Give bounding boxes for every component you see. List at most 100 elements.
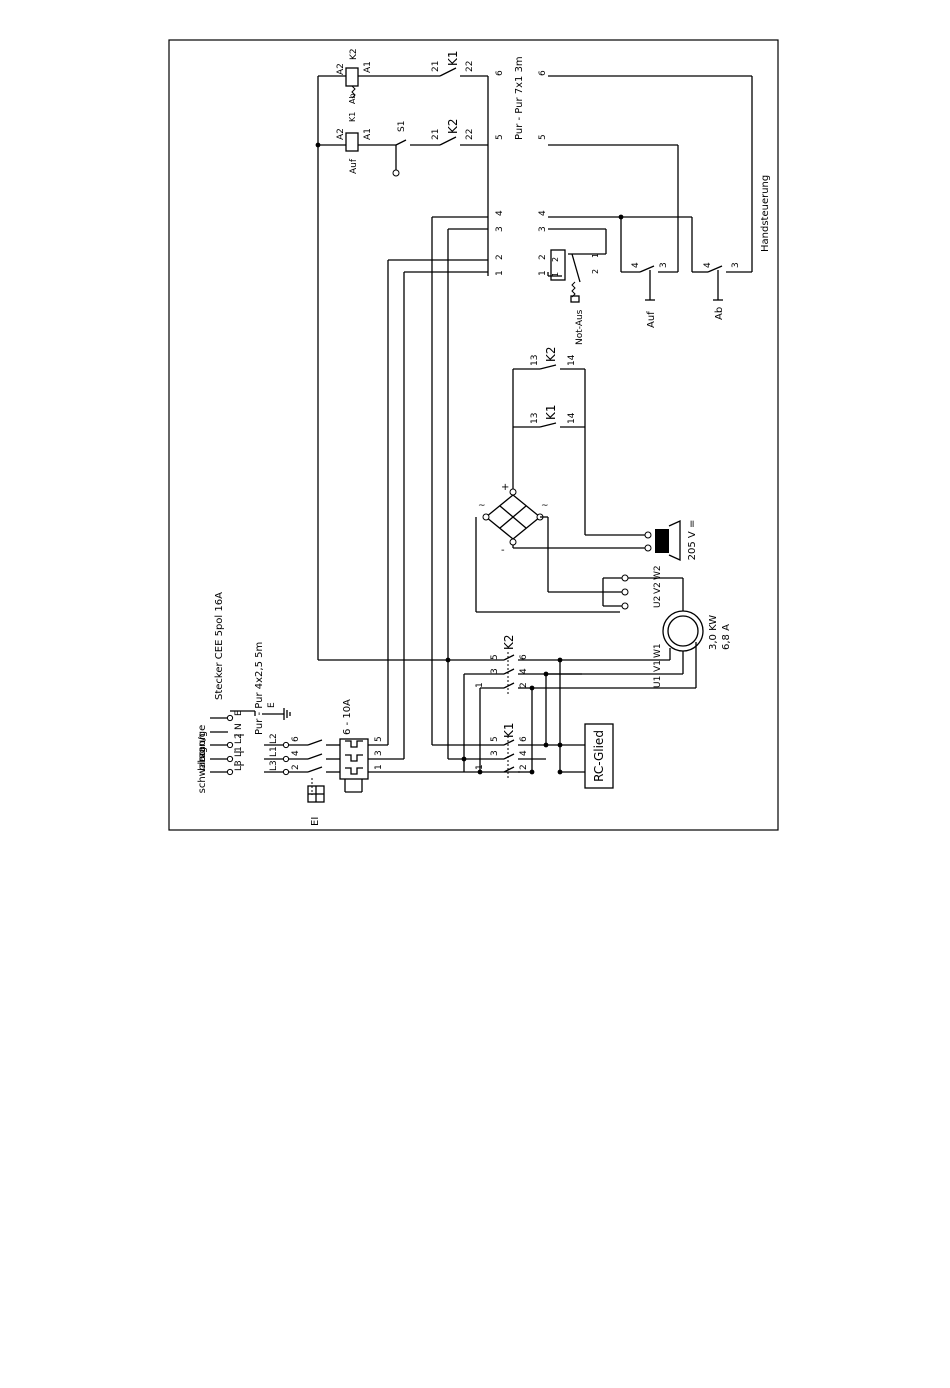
k2-term-3: 3 bbox=[490, 668, 500, 674]
pendant: 6 5 4 3 2 1 1 2 1 2 Not-Aus 4 bbox=[538, 70, 771, 345]
plug-pin-n: N bbox=[234, 723, 244, 730]
breaker-term-2: 2 bbox=[291, 764, 301, 770]
motor: U1 V1 W1 U2 V2 W2 3,0 KW 6,8 A bbox=[547, 517, 732, 688]
wire-color-schwarz: schwarz bbox=[197, 753, 208, 794]
nc-k2-name: K2 bbox=[446, 118, 460, 134]
motor-rating-power: 3,0 KW bbox=[708, 615, 719, 650]
coil-k1-a1: A1 bbox=[363, 128, 373, 140]
k2-aux-14: 14 bbox=[567, 354, 577, 366]
pendant-term-6: 6 bbox=[538, 70, 548, 76]
diagram-frame bbox=[168, 39, 779, 831]
button-auf-3: 3 bbox=[659, 262, 669, 268]
k1-aux-14: 14 bbox=[567, 412, 577, 424]
supply-cable: Pur - Pur 4x2,5 5m E L2 L1 L3 bbox=[254, 642, 291, 776]
strip-term-3: 3 bbox=[495, 226, 505, 232]
estop-contact-2a: 2 bbox=[551, 257, 560, 262]
wire-color-braun: braun bbox=[197, 733, 208, 762]
nc-k1-21: 21 bbox=[431, 61, 441, 72]
plug-section: gn/ge braun blau schwarz E N L2 L1 L3 St… bbox=[197, 592, 256, 794]
k1-term-5: 5 bbox=[490, 736, 500, 742]
button-auf-4: 4 bbox=[631, 262, 641, 268]
breaker-out-3: 3 bbox=[374, 750, 384, 756]
k1-main-label: K1 bbox=[502, 722, 516, 738]
plug-title: Stecker CEE 5pol 16A bbox=[214, 592, 225, 700]
button-auf-label: Auf bbox=[646, 311, 657, 328]
contactor-k1: K1 5 3 1 6 4 2 bbox=[432, 722, 560, 778]
k1-aux-13: 13 bbox=[530, 413, 540, 424]
coil-auf-name: Auf bbox=[349, 158, 359, 174]
k2-main-label: K2 bbox=[502, 634, 516, 650]
motor-rating-current: 6,8 A bbox=[721, 624, 732, 650]
motor-term-w1: W1 bbox=[653, 643, 663, 658]
breaker: 6 - 10A 6 4 2 5 3 1 bbox=[289, 699, 520, 795]
rectifier-ac-left: ~ bbox=[478, 501, 486, 511]
wire-color-blau: blau bbox=[197, 749, 208, 771]
k1-term-2: 2 bbox=[519, 764, 529, 770]
earth-terminal-label: EI bbox=[310, 817, 321, 826]
breaker-out-5: 5 bbox=[374, 736, 384, 742]
breaker-term-6: 6 bbox=[291, 736, 301, 742]
nc-k2-21: 21 bbox=[431, 129, 441, 140]
rectifier-ac-right: ~ bbox=[541, 501, 549, 511]
brake-voltage: 205 V = bbox=[687, 520, 698, 561]
coil-k2-a1: A1 bbox=[363, 61, 373, 73]
supply-cable-label: Pur - Pur 4x2,5 5m bbox=[254, 642, 265, 735]
rectifier: + - ~ ~ bbox=[475, 369, 645, 613]
strip-term-5: 5 bbox=[495, 134, 505, 140]
coil-interlock-ab: Ab bbox=[348, 93, 357, 104]
coil-interlock-k1: K1 bbox=[348, 112, 357, 122]
motor-term-u2: U2 bbox=[653, 596, 663, 608]
earth-terminal: EI bbox=[307, 785, 325, 826]
pendant-term-4: 4 bbox=[538, 210, 548, 216]
breaker-term-4: 4 bbox=[291, 750, 301, 756]
coil-k1-a2: A2 bbox=[336, 128, 346, 140]
plug-pin-l2: L2 bbox=[234, 733, 244, 744]
button-ab-4: 4 bbox=[703, 262, 713, 268]
contactor-k2: K2 5 3 1 6 4 2 bbox=[432, 634, 562, 694]
pendant-term-3: 3 bbox=[538, 226, 548, 232]
pendant-label: Handsteuerung bbox=[760, 175, 771, 252]
aux-contacts-no: K2 13 14 K1 13 14 bbox=[513, 346, 586, 535]
brake: 205 V = bbox=[585, 520, 698, 562]
pendant-term-1: 1 bbox=[538, 270, 548, 276]
coil-k2-a2: A2 bbox=[336, 63, 346, 75]
breaker-label: 6 - 10A bbox=[342, 699, 353, 735]
pendant-term-5: 5 bbox=[538, 134, 548, 140]
rectifier-plus: + bbox=[501, 482, 509, 493]
estop-label: Not-Aus bbox=[575, 309, 585, 345]
estop-contact-2b: 2 bbox=[591, 269, 600, 274]
control-cable-label: Pur - Pur 7x1 3m bbox=[514, 56, 525, 140]
nc-k1-22: 22 bbox=[465, 61, 475, 72]
k2-term-1: 1 bbox=[475, 682, 485, 688]
rectifier-minus: - bbox=[501, 545, 505, 556]
wire-color-gnge: gn/ge bbox=[197, 725, 208, 754]
k2-aux-13: 13 bbox=[530, 355, 540, 366]
rc-glied: RC-Glied bbox=[584, 723, 614, 789]
supply-phase-l1: L1 bbox=[269, 746, 279, 757]
strip-term-4: 4 bbox=[495, 210, 505, 216]
motor-term-u1: U1 bbox=[653, 676, 663, 688]
supply-phase-l3: L3 bbox=[269, 760, 279, 771]
k1-term-3: 3 bbox=[490, 750, 500, 756]
nc-k1-name: K1 bbox=[446, 50, 460, 66]
button-ab-label: Ab bbox=[714, 307, 725, 320]
strip-term-1: 1 bbox=[495, 270, 505, 276]
supply-phase-l2: L2 bbox=[269, 733, 279, 744]
k1-aux-no-label: K1 bbox=[544, 404, 558, 420]
k2-term-4: 4 bbox=[519, 668, 529, 674]
breaker-out-1: 1 bbox=[374, 764, 384, 770]
plug-pin-e: E bbox=[234, 710, 244, 716]
k2-aux-no-label: K2 bbox=[544, 346, 558, 362]
k2-term-6: 6 bbox=[519, 654, 529, 660]
control-coils: A2 A1 K2 A2 A1 Auf K1 Ab S1 K1 21 22 K2 … bbox=[315, 48, 488, 660]
estop-contact-1a: 1 bbox=[551, 272, 560, 277]
supply-earth-label: E bbox=[267, 702, 277, 708]
coil-k2-name: K2 bbox=[349, 48, 359, 60]
k1-term-4: 4 bbox=[519, 750, 529, 756]
motor-term-w2: W2 bbox=[653, 565, 663, 580]
button-ab-3: 3 bbox=[731, 262, 741, 268]
switch-s1-label: S1 bbox=[397, 121, 407, 132]
k1-term-6: 6 bbox=[519, 736, 529, 742]
motor-term-v1: V1 bbox=[653, 660, 663, 672]
power-wiring bbox=[318, 217, 697, 775]
